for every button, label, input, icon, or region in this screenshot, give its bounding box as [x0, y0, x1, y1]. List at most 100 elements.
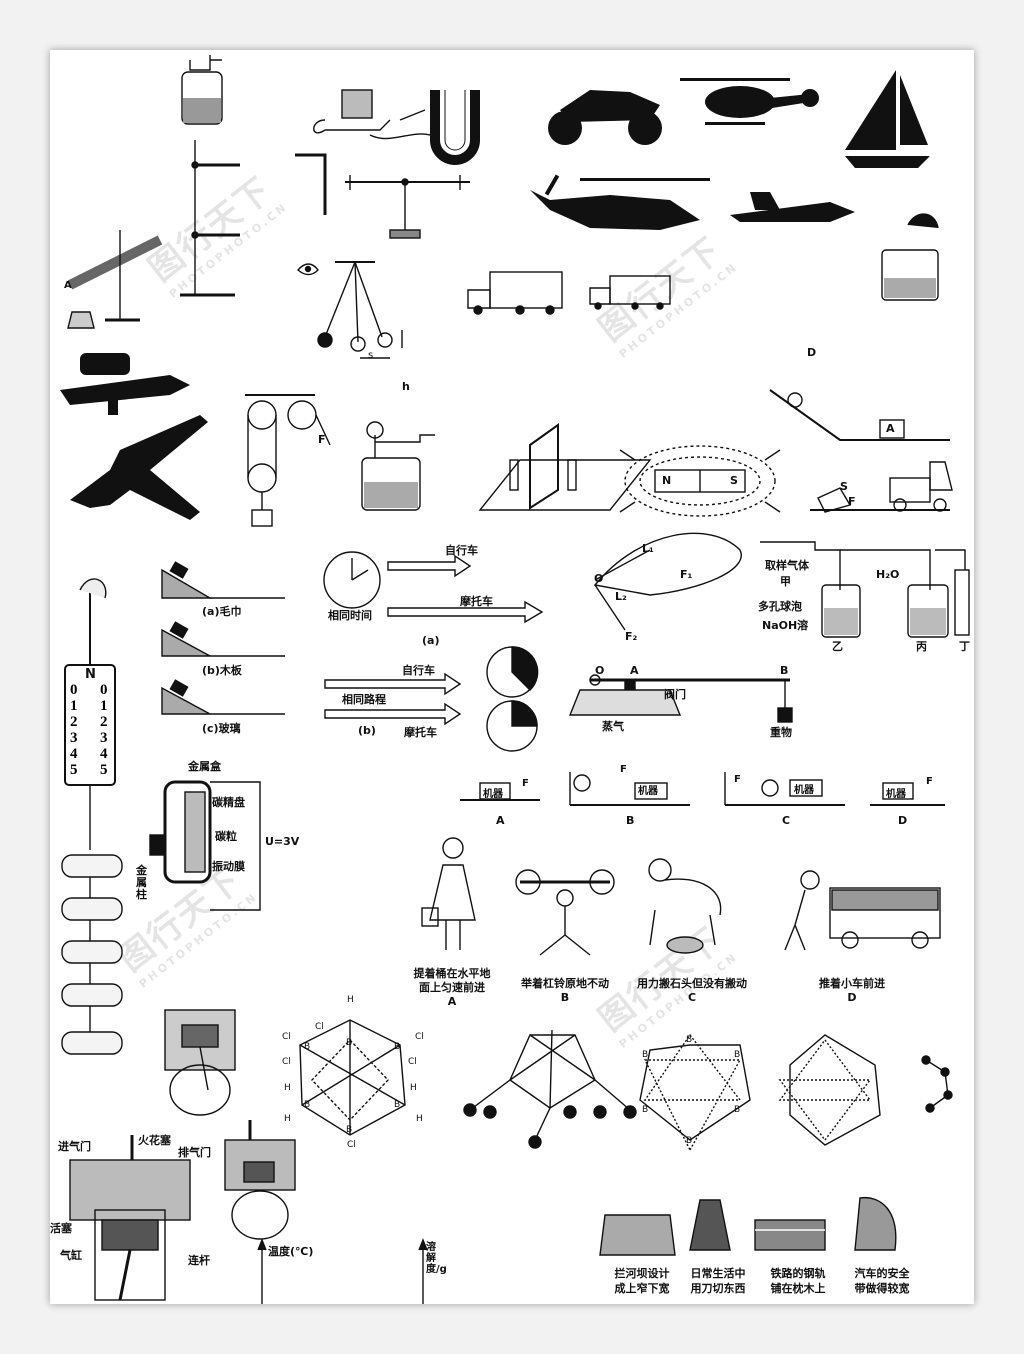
man-pushing-cart — [784, 870, 941, 951]
small-molecule — [921, 1055, 953, 1113]
atom-h: H — [347, 995, 354, 1005]
caption-letter: A — [447, 995, 457, 1008]
caption-line: 用刀切东西 — [690, 1282, 746, 1295]
magnet-s-label: S — [730, 474, 738, 487]
atom-b: B — [642, 1050, 649, 1060]
axis-solubility: 溶解度/g — [426, 1242, 447, 1275]
sailboat-silhouette — [845, 70, 930, 168]
helicopter-2-silhouette — [530, 174, 710, 230]
caption-line: 日常生活中 — [690, 1267, 746, 1280]
pressure-pictures — [599, 1196, 897, 1256]
borane-molecule-1 — [299, 1019, 406, 1136]
atom-b: B — [304, 1100, 311, 1110]
lever-arm — [593, 532, 742, 631]
engine-cross-section-2 — [224, 1120, 296, 1240]
bar-magnet-field — [619, 445, 781, 517]
tick: 2 — [100, 714, 108, 730]
mic-carbon-grain: 碳粒 — [215, 830, 237, 843]
work-caption-d: 推着小车前进 D — [802, 977, 902, 1005]
atom-b: B — [346, 1125, 353, 1135]
gas-bing-label: 丙 — [916, 640, 927, 653]
l-rod — [295, 153, 327, 215]
caption-line: 举着杠铃原地不动 — [521, 977, 609, 990]
weightlifter — [515, 869, 615, 956]
machine-c-f: F — [734, 774, 741, 785]
mic-voltage: U=3V — [265, 835, 300, 848]
atom-b: B — [394, 1042, 401, 1052]
tick: 0 — [100, 682, 108, 698]
motorcycle-silhouette — [548, 90, 662, 145]
machine-d-f: F — [926, 776, 933, 787]
weight-label: 重物 — [770, 726, 792, 739]
axis-temperature: 温度(℃) — [268, 1245, 314, 1258]
mic-metal-post: 金属柱 — [136, 864, 147, 901]
work-caption-b: 举着杠铃原地不动 B — [512, 977, 618, 1005]
pressure-caption-3: 铁路的钢轨铺在枕木上 — [762, 1266, 834, 1296]
scale-unit: N — [85, 667, 96, 682]
heating-tube-setup — [67, 230, 163, 329]
gas-washing-setup — [760, 541, 970, 638]
pendulum — [297, 261, 403, 359]
plane-mirror-experiment — [478, 423, 652, 511]
ramp-ball — [769, 389, 950, 441]
gas-h2o-label: H₂O — [876, 568, 900, 581]
truck-pulling-crate — [810, 461, 953, 513]
mic-metal-box: 金属盒 — [188, 760, 221, 773]
tick: 1 — [100, 698, 108, 714]
engine-cylinder-label: 气缸 — [60, 1249, 82, 1262]
lever-l2: L₂ — [615, 590, 627, 603]
incline-a-label: (a)毛巾 — [202, 605, 242, 618]
fig-a-label: (a) — [422, 634, 440, 647]
atom-h: H — [410, 1083, 417, 1093]
tick: 4 — [70, 746, 78, 762]
gas-sample-label: 取样气体 — [765, 559, 809, 572]
circuit-setup — [313, 89, 436, 140]
gas-yi-label: 乙 — [832, 640, 843, 653]
truck-large — [467, 271, 563, 315]
magnet-n-label: N — [662, 474, 672, 487]
gas-bottle-top — [181, 55, 223, 125]
tick: 1 — [70, 698, 78, 714]
moto-label-a: 摩托车 — [460, 595, 493, 608]
valve-b: B — [780, 664, 789, 677]
pressure-caption-2: 日常生活中用刀切东西 — [682, 1266, 754, 1296]
tick: 3 — [100, 730, 108, 746]
atom-b: B — [642, 1105, 649, 1115]
gas-naoh-label: NaOH溶 — [762, 619, 809, 632]
option-d-label: D — [807, 346, 817, 359]
girl-with-bucket — [421, 837, 476, 950]
engine-exhaust: 排气门 — [178, 1146, 211, 1159]
valve-a: A — [630, 664, 639, 677]
jet-silhouette — [730, 192, 855, 222]
lever-o: O — [594, 572, 604, 585]
tick: 0 — [70, 682, 78, 698]
truck-f-label: F — [848, 495, 856, 508]
pendulum-s-label: s — [368, 350, 374, 361]
carbon-microphone — [149, 780, 261, 911]
atom-cl: Cl — [347, 1140, 356, 1150]
truck-small — [589, 275, 671, 310]
atom-cl: Cl — [415, 1032, 424, 1042]
caption-line: 带做得较宽 — [854, 1282, 910, 1295]
atom-h: H — [284, 1083, 291, 1093]
inclines — [161, 561, 285, 715]
engine-cross-section — [69, 1135, 191, 1301]
engine-intake: 进气门 — [58, 1140, 91, 1153]
pulley-f-label: F — [318, 433, 326, 446]
woman-lifting-rock — [648, 858, 722, 954]
slotted-weights — [61, 854, 123, 1055]
tick: 4 — [100, 746, 108, 762]
gas-bubble-label: 多孔球泡 — [758, 600, 802, 613]
machine-a-f: F — [522, 778, 529, 789]
tick: 3 — [70, 730, 78, 746]
plane-silhouette — [60, 353, 190, 415]
caption-line: 汽车的安全 — [854, 1267, 910, 1280]
machine-option-d: D — [898, 814, 908, 827]
bird-bottle — [881, 213, 939, 301]
pressure-caption-1: 拦河坝设计成上窄下宽 — [606, 1266, 678, 1296]
atom-b: B — [734, 1105, 741, 1115]
work-caption-c: 用力搬石头但没有搬动 C — [628, 977, 756, 1005]
bike-label-b: 自行车 — [402, 664, 435, 677]
